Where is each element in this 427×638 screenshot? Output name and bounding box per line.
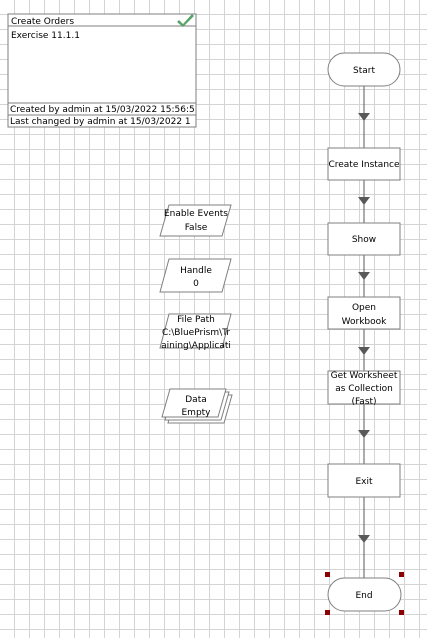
create-instance-label: Create Instance [328, 160, 400, 170]
data-item-handle[interactable]: Handle 0 [159, 258, 232, 293]
start-label: Start [353, 66, 375, 76]
process-info-note[interactable]: Create Orders Exercise 11.1.1 Created by… [7, 13, 197, 128]
resize-handle[interactable] [325, 610, 330, 615]
arrowhead-icon [358, 347, 370, 355]
resize-handle[interactable] [399, 572, 404, 577]
end-label: End [355, 591, 372, 601]
collection-stack-front [161, 388, 227, 418]
exit-stage[interactable]: Exit [327, 463, 401, 498]
data-item-enable-events[interactable]: Enable Events False [159, 204, 232, 237]
end-stage[interactable]: End [325, 572, 404, 615]
data-item-collection-data[interactable]: Data Empty [161, 388, 233, 424]
enable-events-value: False [185, 223, 208, 233]
enable-events-name: Enable Events [164, 209, 228, 219]
show-label: Show [352, 235, 376, 245]
resize-handle[interactable] [325, 572, 330, 577]
note-title: Create Orders [11, 17, 74, 27]
arrowhead-icon [358, 430, 370, 438]
data-item-file-path[interactable]: File Path C:\BluePrism\Tr aining\Applica… [159, 313, 232, 351]
data-name-label: Data [185, 395, 207, 405]
open-workbook-stage[interactable]: Open Workbook [327, 296, 401, 330]
get-worksheet-label-line2: as Collection [335, 384, 393, 394]
arrowhead-icon [358, 113, 370, 121]
show-stage[interactable]: Show [327, 222, 401, 256]
checkmark-icon [177, 14, 194, 27]
note-subtitle: Exercise 11.1.1 [11, 31, 80, 41]
get-worksheet-label-line3: (Fast) [351, 397, 376, 407]
flow-arrowheads [358, 113, 370, 543]
arrowhead-icon [358, 535, 370, 543]
handle-value: 0 [193, 279, 199, 289]
get-worksheet-label-line1: Get Worksheet [331, 371, 398, 381]
open-workbook-label-line2: Workbook [342, 317, 388, 327]
arrowhead-icon [358, 272, 370, 280]
note-changed-line: Last changed by admin at 15/03/2022 1 [10, 117, 191, 127]
open-workbook-label-line1: Open [352, 303, 376, 313]
note-created-line: Created by admin at 15/03/2022 15:56:5 [10, 105, 195, 115]
data-value-label: Empty [181, 408, 211, 418]
handle-name: Handle [180, 266, 212, 276]
arrowhead-icon [358, 197, 370, 205]
exit-label: Exit [355, 477, 373, 487]
get-worksheet-stage[interactable]: Get Worksheet as Collection (Fast) [327, 370, 401, 407]
resize-handle[interactable] [399, 610, 404, 615]
file-path-value-line1: C:\BluePrism\Tr [162, 328, 230, 338]
selection-handles [325, 572, 404, 615]
file-path-value-line2: aining\Applicati [161, 341, 231, 351]
start-stage[interactable]: Start [327, 52, 401, 87]
create-instance-stage[interactable]: Create Instance [327, 147, 401, 181]
file-path-name: File Path [177, 315, 215, 325]
